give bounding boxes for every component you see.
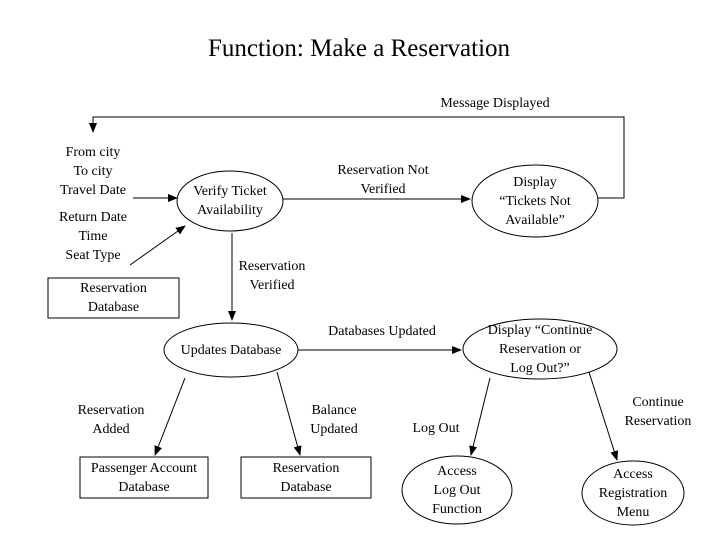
log-out-label: Log Out bbox=[412, 421, 460, 436]
input-flow-2 bbox=[129, 225, 186, 266]
reservation-database-top-box bbox=[47, 277, 180, 319]
reservation-verified-label: Reservation Verified bbox=[238, 259, 306, 293]
display-not-available-label: Display “Tickets Not Available” bbox=[499, 175, 571, 228]
access-registration-label: Access Registration Menu bbox=[598, 467, 668, 520]
verify-ticket-label: Verify Ticket Availability bbox=[193, 184, 267, 218]
input-label-group-2: Return Date Time Seat Type bbox=[58, 210, 128, 263]
passenger-account-database-box bbox=[79, 456, 209, 499]
updates-database-label: Updates Database bbox=[180, 343, 282, 358]
reservation-database-top-label: Reservation Database bbox=[80, 281, 147, 315]
reservation-not-verified-label: Reservation Not Verified bbox=[337, 163, 429, 197]
access-logout-process bbox=[401, 455, 513, 525]
message-displayed-label: Message Displayed bbox=[440, 96, 550, 111]
reservation-database-bottom-label: Reservation Database bbox=[272, 461, 340, 495]
databases-updated-label: Databases Updated bbox=[328, 324, 436, 339]
diagram-title: Function: Make a Reservation bbox=[208, 35, 511, 62]
display-not-available-process bbox=[471, 164, 599, 238]
continue-reservation-flow bbox=[588, 371, 619, 461]
log-out-flow bbox=[469, 377, 491, 456]
balance-updated-flow bbox=[276, 371, 302, 456]
passenger-account-database-label: Passenger Account Database bbox=[90, 461, 198, 495]
balance-updated-label: Balance Updated bbox=[310, 403, 358, 437]
continue-reservation-label: Continue Reservation bbox=[624, 395, 692, 429]
reservation-added-label: Reservation Added bbox=[77, 403, 145, 437]
display-continue-label: Display “Continue Reservation or Log Out… bbox=[487, 323, 593, 376]
reservation-added-flow bbox=[154, 377, 186, 456]
display-continue-process bbox=[462, 318, 618, 380]
input-label-group-1: From city To city Travel Date bbox=[60, 145, 126, 198]
access-logout-label: Access Log Out Function bbox=[432, 464, 482, 517]
reservation-database-bottom-box bbox=[240, 456, 372, 499]
access-registration-process bbox=[581, 460, 685, 526]
message-displayed-flow bbox=[89, 116, 625, 199]
